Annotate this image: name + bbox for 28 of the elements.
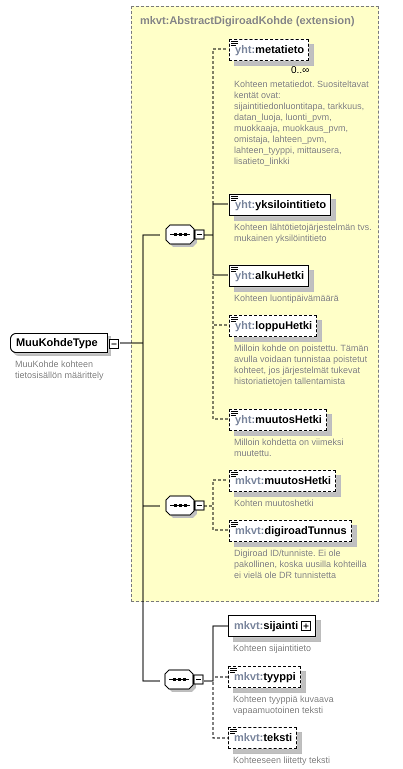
description-text: Digiroad ID/tunniste. Ei ole pakollinen, koska uusilla kohteilla ei vielä ole DR tunnistetta [234, 548, 368, 581]
description-text: Kohteen tyyppiä kuvaava vapaamuotoinen teksti [233, 694, 335, 716]
element-name: mkvt:sijainti [234, 620, 298, 632]
element-name: yht:alkuHetki [235, 270, 304, 282]
description-text: Kohteen luontipäivämäärä [234, 293, 340, 304]
description-text: MuuKohde kohteen tietosisällön määrittely [15, 359, 105, 381]
description-text: Milloin kohdetta on viimeksi muutettu. [234, 437, 345, 459]
connector-line [204, 506, 228, 530]
description-text: Kohteeseen liitetty teksti [233, 755, 332, 766]
cardinality-label: 0..∞ [290, 65, 310, 77]
description-text: Kohten muutoshetki [234, 498, 315, 509]
connector-line [204, 234, 228, 420]
element-name: mkvt:digiroadTunnus [235, 526, 347, 536]
element-name: mkvt:tyyppi [234, 672, 296, 682]
connector-line [204, 680, 228, 738]
element-name: yht:yksilointitieto [235, 200, 326, 210]
element-name: yht:metatieto [235, 44, 304, 56]
description-text: Milloin kohde on poistettu. Tämän avulla voidaan tunnistaa poistetut kohteet, jos järjestelmät tukevat historiatietojen tallentamista [234, 343, 370, 387]
element-name: mkvt:muutosHetki [235, 476, 331, 486]
description-text: Kohteen lähtötietojärjestelmän tvs. mukainen yksilöintitieto [234, 222, 373, 244]
description-text: Kohteen sijaintitieto [233, 643, 312, 654]
element-name: yht:loppuHetki [235, 320, 312, 332]
extension-group [131, 6, 379, 602]
element-name: yht:muutosHetki [235, 414, 322, 426]
group-title: mkvt:AbstractDigiroadKohde (extension) [140, 14, 355, 29]
element-name: MuuKohdeType [16, 338, 98, 348]
description-text: Kohteen metatiedot. Suositeltavat kentät ovat: sijaintitiedonluontitapa, tarkkuus, datan_luoja, luonti_pvm, muokkaaja, muokkaus_pvm, omistaja, lahteen_pvm, lahteen_tyyppi, mittausera, lisatieto_linkki [234, 79, 370, 167]
element-name: mkvt:teksti [234, 732, 292, 744]
